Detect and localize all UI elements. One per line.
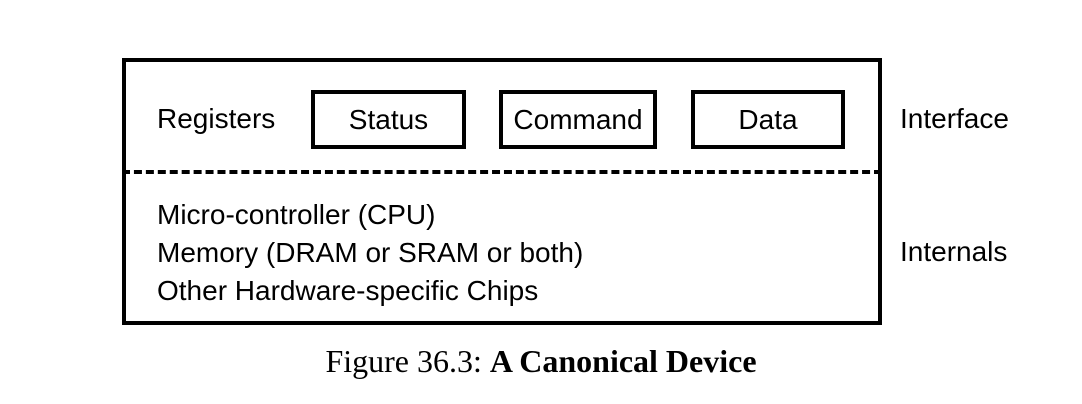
internals-line-micro-controller: Micro-controller (CPU): [157, 199, 436, 230]
registers-label: Registers: [157, 103, 276, 134]
region-label-internals: Internals: [900, 236, 1008, 267]
register-label-command: Command: [513, 103, 643, 135]
figure-caption-title: A Canonical Device: [489, 343, 757, 379]
internals-region: Micro-controller (CPU) Memory (DRAM or S…: [157, 196, 857, 310]
register-box-command: Command: [499, 90, 657, 149]
region-label-interface: Interface: [900, 103, 1009, 134]
register-label-data: Data: [738, 103, 798, 135]
figure-caption: Figure 36.3: A Canonical Device: [0, 341, 1082, 381]
interface-internals-divider: [122, 170, 882, 174]
internals-line-memory: Memory (DRAM or SRAM or both): [157, 237, 584, 268]
register-box-status: Status: [311, 90, 466, 149]
internals-line-other-chips: Other Hardware-specific Chips: [157, 275, 539, 306]
register-box-data: Data: [691, 90, 845, 149]
figure-caption-number: Figure 36.3:: [325, 343, 482, 379]
register-label-status: Status: [348, 103, 429, 135]
